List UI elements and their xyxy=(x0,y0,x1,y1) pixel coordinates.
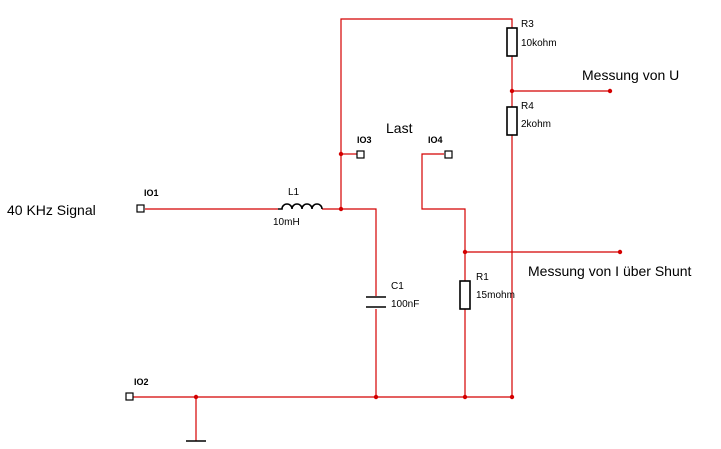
inductor-l1-value: 10mH xyxy=(273,217,300,228)
junction-dot xyxy=(607,88,613,94)
resistor-r1-value: 15mohm xyxy=(476,290,515,301)
junction-dot xyxy=(193,394,199,400)
junction-dot xyxy=(509,394,515,400)
wire-node-top xyxy=(340,18,513,209)
measure-u-label: Messung von U xyxy=(582,67,679,83)
resistor-r1-name: R1 xyxy=(476,272,489,283)
capacitor-c1[interactable] xyxy=(366,296,386,308)
junction-dot xyxy=(338,206,344,212)
junction-dot xyxy=(617,249,623,255)
resistor-r3[interactable] xyxy=(506,27,518,57)
measure-i-label: Messung von I über Shunt xyxy=(528,263,692,279)
port-io4-label: IO4 xyxy=(428,135,443,145)
capacitor-c1-value: 100nF xyxy=(391,299,419,310)
resistor-r4-name: R4 xyxy=(521,101,534,112)
junction-dot xyxy=(462,249,468,255)
junction-dot xyxy=(509,88,515,94)
junction-dot xyxy=(373,394,379,400)
inductor-coil xyxy=(278,203,323,210)
resistor-r4[interactable] xyxy=(506,106,518,136)
signal-label: 40 KHz Signal xyxy=(7,202,96,218)
port-io1[interactable] xyxy=(136,204,145,213)
resistor-r1[interactable] xyxy=(459,280,471,310)
port-io4[interactable] xyxy=(444,150,453,159)
inductor-l1[interactable] xyxy=(278,203,323,210)
last-label: Last xyxy=(386,120,413,136)
inductor-l1-name: L1 xyxy=(288,187,300,198)
port-io2-label: IO2 xyxy=(134,377,149,387)
port-io3[interactable] xyxy=(356,150,365,159)
wire-io4-shunt xyxy=(421,153,466,281)
port-io1-label: IO1 xyxy=(144,188,159,198)
junctions xyxy=(193,88,623,400)
resistor-r3-name: R3 xyxy=(521,19,534,30)
port-io2[interactable] xyxy=(125,392,134,401)
capacitor-c1-name: C1 xyxy=(391,281,404,292)
resistor-r3-value: 10kohm xyxy=(521,38,557,49)
junction-dot xyxy=(338,151,344,157)
wire-l1-c1 xyxy=(322,208,377,296)
resistor-r4-value: 2kohm xyxy=(521,119,551,130)
junction-dot xyxy=(462,394,468,400)
port-io3-label: IO3 xyxy=(357,135,372,145)
wires xyxy=(132,18,620,441)
